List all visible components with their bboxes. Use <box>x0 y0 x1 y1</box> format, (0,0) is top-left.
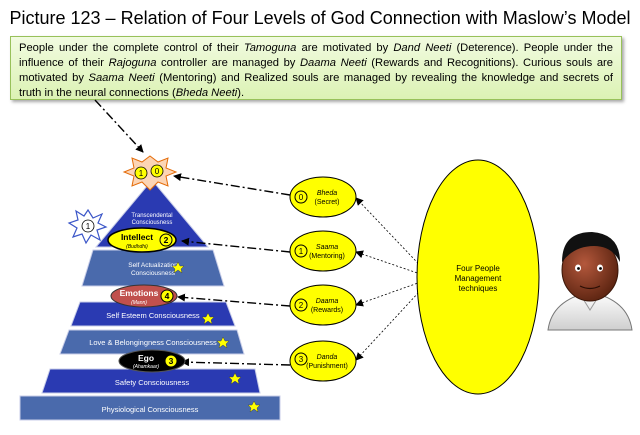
management-ellipse: Four People Management techniques <box>416 159 540 395</box>
management-ellipse-line2: Management <box>455 274 502 283</box>
dotted-to-danda <box>355 277 433 361</box>
sparkle-icon <box>201 312 215 325</box>
technique-danda-number: 3 <box>299 355 304 364</box>
person-icon <box>547 232 633 331</box>
sparkle-icon <box>228 372 242 385</box>
node-emotions: Emotions (Mann) 4 <box>110 284 178 308</box>
technique-daama-meaning: (Rewards) <box>311 307 343 314</box>
management-ellipse-line3: techniques <box>459 284 498 293</box>
pyramid-label-self-esteem: Self Esteem Consciousness <box>106 311 200 320</box>
node-ego-sub: (Ahamkaar) <box>133 364 159 370</box>
node-intellect-sub: (Budhdhi) <box>126 244 148 250</box>
pyramid-label-self-actualization-1: Self Actualization <box>128 262 178 269</box>
pyramid-level-love <box>59 329 245 355</box>
node-emotions-label: Emotions <box>120 288 159 298</box>
node-intellect-number: 2 <box>164 235 169 245</box>
technique-daama-number: 2 <box>299 301 304 310</box>
sparkle-icon <box>171 261 185 274</box>
callout-term-bheda-neeti: Bheda Neeti <box>175 87 238 99</box>
pyramid-level-self-esteem <box>70 301 236 327</box>
callout-text-4: controller are managed by <box>156 57 300 69</box>
pyramid-label-physiological: Physiological Consciousness <box>102 405 199 414</box>
pyramid-label-transcendental-1: Transcendental <box>131 213 172 219</box>
maslow-pyramid <box>19 179 281 421</box>
starburst-icon <box>122 155 178 191</box>
technique-danda-name: Danda <box>317 354 338 361</box>
pyramid-label-transcendental-2: Consciousness <box>132 220 173 226</box>
node-intellect-label: Intellect <box>121 232 153 242</box>
sparkle-icon <box>247 400 261 413</box>
arrow-daama-to-emotions <box>177 293 291 307</box>
page-title: Picture 123 – Relation of Four Levels of… <box>9 8 631 28</box>
node-ego: Ego (Ahamkaar) 3 <box>118 349 186 373</box>
callout-text-6: (Mentoring) and Realized souls are manag… <box>19 72 613 99</box>
node-ego-label: Ego <box>138 353 154 363</box>
top-burst-badge-1 <box>134 166 148 180</box>
technique-saama-meaning: (Mentoring) <box>309 253 345 260</box>
management-ellipse-line1: Four People <box>456 264 500 273</box>
side-burst: 1 <box>67 208 108 245</box>
technique-daama: 2 Daama (Rewards) <box>289 284 357 326</box>
technique-danda-meaning: (Punishment) <box>306 363 348 370</box>
technique-bheda-name: Bheda <box>317 190 337 197</box>
node-ego-number: 3 <box>169 356 174 366</box>
sparkle-icons <box>171 261 261 413</box>
connector-lines <box>94 99 291 367</box>
node-emotions-number: 4 <box>165 291 170 301</box>
arrow-bheda-to-peak <box>173 173 291 196</box>
description-callout: People under the complete control of the… <box>10 36 622 100</box>
technique-bheda-meaning: (Secret) <box>315 199 340 206</box>
arrow-saama-to-intellect <box>181 237 291 253</box>
technique-saama-name: Saama <box>316 244 338 251</box>
callout-text-1: People under the complete control of the… <box>19 42 244 54</box>
technique-saama-number: 1 <box>299 247 304 256</box>
callout-term-dand-neeti: Dand Neeti <box>393 42 452 54</box>
callout-text-7: ). <box>237 87 245 99</box>
technique-danda: 3 Danda (Punishment) <box>289 340 357 382</box>
node-emotions-sub: (Mann) <box>131 300 147 306</box>
node-intellect: Intellect (Budhdhi) 2 <box>107 227 177 253</box>
callout-term-tamoguna: Tamoguna <box>243 42 297 54</box>
arrow-danda-to-ego <box>181 358 291 367</box>
technique-daama-name: Daama <box>316 298 339 305</box>
side-burst-number: 1 <box>86 222 91 231</box>
technique-bheda: 0 Bheda (Secret) <box>289 176 357 218</box>
top-burst-number-1: 1 <box>139 169 144 178</box>
pyramid-label-safety: Safety Consciousness <box>115 378 189 387</box>
callout-term-daama-neeti: Daama Neeti <box>299 57 367 69</box>
top-burst-badge-0 <box>150 164 164 178</box>
pyramid-level-safety <box>41 368 261 394</box>
side-burst-badge <box>81 219 95 233</box>
callout-term-saama-neeti: Saama Neeti <box>88 72 155 84</box>
callout-text-2: are motivated by <box>296 42 394 54</box>
pyramid-label-self-actualization-2: Consciousness <box>131 270 176 277</box>
pyramid-level-physiological <box>19 395 281 421</box>
callout-text-3: (Deterence). People under the influence … <box>19 42 613 69</box>
callout-term-rajoguna: Rajoguna <box>108 57 157 69</box>
pyramid-level-self-actualization <box>81 249 225 287</box>
sparkle-icon <box>216 336 230 349</box>
callout-text-5: (Rewards and Recognitions). Curious soul… <box>19 57 613 84</box>
pyramid-label-love: Love & Belongingness Consciousness <box>89 338 217 347</box>
top-burst: 1 0 <box>122 155 178 191</box>
technique-saama: 1 Saama (Mentoring) <box>289 230 357 272</box>
top-burst-number-0: 0 <box>155 167 160 176</box>
arrow-callout-to-peak <box>94 99 144 153</box>
technique-bheda-number: 0 <box>299 193 304 202</box>
